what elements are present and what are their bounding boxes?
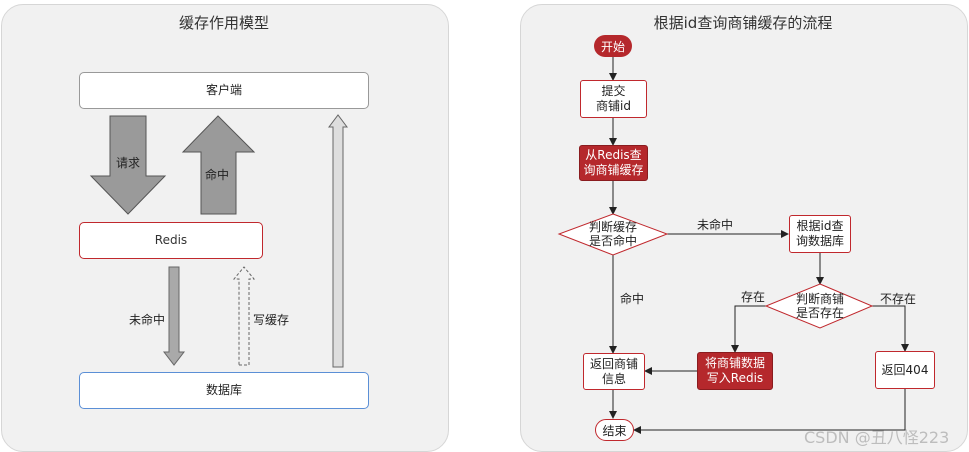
query-db-line1: 根据id查 <box>796 219 844 233</box>
write-cache-arrow <box>232 266 256 366</box>
return-shop-line2: 信息 <box>601 371 626 386</box>
submit-shop-id-box: 提交商铺id <box>580 80 647 118</box>
request-arrow <box>89 115 167 215</box>
not-exists-label: 不存在 <box>880 292 917 306</box>
client-box: 客户端 <box>79 72 369 109</box>
judge-shop-diamond <box>764 283 874 329</box>
edge-exists-write <box>731 305 766 353</box>
write-redis-line2: 写入Redis <box>706 371 764 385</box>
end-node: 结束 <box>595 419 634 441</box>
exists-label: 存在 <box>741 290 766 304</box>
miss-label: 未命中 <box>129 313 166 327</box>
hit-label: 命中 <box>205 168 230 182</box>
query-redis-line1: 从Redis查 <box>585 148 642 162</box>
miss-edge-label: 未命中 <box>697 218 734 232</box>
flow-title: 根据id查询商铺缓存的流程 <box>653 14 833 32</box>
database-box: 数据库 <box>79 372 369 409</box>
judge-cache-line1: 判断缓存 <box>588 220 637 234</box>
judge-cache-diamond <box>557 213 669 256</box>
query-db-line2: 询数据库 <box>795 234 844 248</box>
redis-box: Redis <box>79 222 263 259</box>
csdn-watermark: CSDN @丑八怪223 <box>804 428 950 447</box>
miss-arrow <box>162 266 186 366</box>
judge-shop-line2: 是否存在 <box>795 306 844 320</box>
write-cache-label: 写缓存 <box>253 313 290 327</box>
db-to-client-arrow <box>328 114 348 368</box>
submit-line2: 商铺id <box>596 99 631 113</box>
judge-cache-line2: 是否命中 <box>588 234 637 248</box>
request-label: 请求 <box>116 156 141 170</box>
query-redis-line2: 询商铺缓存 <box>583 163 644 177</box>
hit-edge-label: 命中 <box>620 292 645 306</box>
return-shop-box: 返回商铺信息 <box>583 353 645 390</box>
edge-404-end <box>633 389 906 434</box>
edge-notexists-404 <box>872 305 909 352</box>
return-shop-line1: 返回商铺 <box>589 356 638 371</box>
submit-line1: 提交 <box>601 84 626 98</box>
judge-shop-line1: 判断商铺 <box>795 292 844 306</box>
write-redis-line1: 将商铺数据 <box>704 356 765 370</box>
query-redis-box: 从Redis查询商铺缓存 <box>579 145 648 181</box>
return-404-box: 返回404 <box>875 351 935 389</box>
hit-arrow <box>181 115 256 215</box>
cache-model-title: 缓存作用模型 <box>178 14 269 32</box>
judge-shop-text: 判断商铺是否存在 <box>787 292 853 320</box>
query-db-box: 根据id查询数据库 <box>789 215 851 253</box>
judge-cache-text: 判断缓存是否命中 <box>580 220 646 248</box>
write-redis-box: 将商铺数据写入Redis <box>697 352 773 390</box>
start-node: 开始 <box>594 35 632 57</box>
